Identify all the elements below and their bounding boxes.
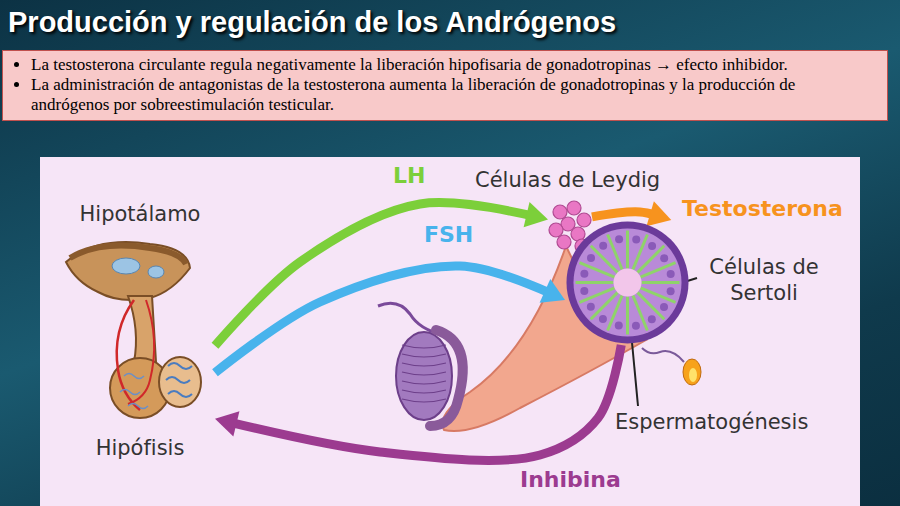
node-text: Células de Leydig bbox=[475, 168, 660, 192]
arrowhead bbox=[215, 411, 239, 436]
hormone-label: LH bbox=[393, 163, 425, 188]
testis-side-view bbox=[378, 303, 463, 426]
arrowhead bbox=[540, 279, 565, 303]
arrowhead bbox=[646, 201, 671, 226]
seminiferous-tubule: Células de SertoliEspermatogénesis bbox=[565, 220, 690, 345]
node-text: Espermatogénesis bbox=[615, 410, 808, 434]
node-text: Hipófisis bbox=[65, 436, 215, 460]
hypothalamus-pituitary: HipotálamoHipófisis bbox=[65, 200, 215, 470]
hormone-arrow bbox=[215, 345, 621, 460]
tubule-cross-section bbox=[565, 220, 690, 345]
hormone-label: Testosterona bbox=[682, 196, 843, 221]
hormone-label: FSH bbox=[424, 222, 473, 247]
bullet-box: La testosterona circulante regula negati… bbox=[2, 50, 888, 121]
node-text: Hipotálamo bbox=[65, 202, 215, 226]
node-text: La administración de antagonistas de la … bbox=[31, 75, 877, 115]
sperm-cell bbox=[642, 348, 701, 385]
hormone-label: Inhibina bbox=[520, 467, 621, 492]
node-text: La testosterona circulante regula negati… bbox=[31, 55, 877, 75]
hormone-arrow bbox=[215, 266, 565, 373]
arrowhead bbox=[524, 202, 548, 227]
hypothalamus-pituitary-figure bbox=[66, 242, 201, 418]
slide-title: Producción y regulación de los Andrógeno… bbox=[8, 6, 616, 39]
node-text: Células de Sertoli bbox=[698, 254, 830, 306]
